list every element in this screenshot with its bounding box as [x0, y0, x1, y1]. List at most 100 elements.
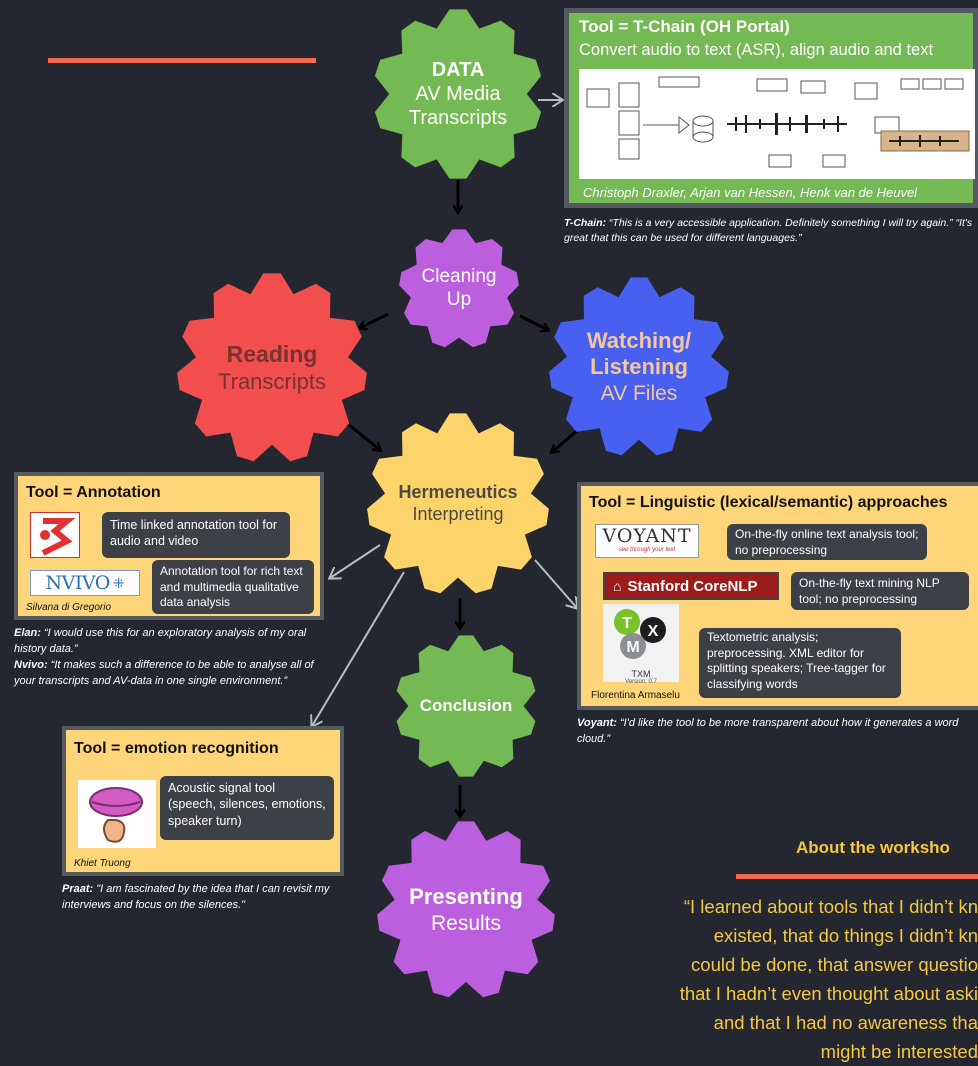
voyant-logo: VOYANT see through your text [595, 524, 699, 558]
gear-hermeneutics-line1: Interpreting [412, 504, 504, 524]
gear-watching: Watching/ Listening AV Files [548, 276, 730, 458]
gear-cleaning-line1: Cleaning [421, 266, 497, 288]
gear-shape [399, 229, 519, 348]
gear-presenting-title: Presenting [409, 884, 523, 910]
gear-teeth [377, 821, 555, 998]
emotion-title: Tool = emotion recognition [74, 740, 279, 757]
stanford-logo-text: Stanford CoreNLP [627, 577, 758, 595]
gear-conclusion: Conclusion [394, 634, 538, 778]
txm-logo-icon: T X M [614, 609, 666, 659]
praat-quote: Praat: "I am fascinated by the idea that… [62, 882, 347, 914]
workshop-quote-line: might be interested [820, 1041, 978, 1062]
gear-shape [177, 273, 367, 462]
voyant-logo-text: VOYANT [602, 525, 692, 547]
gear-reading-line1: Transcripts [218, 368, 326, 394]
workflow-illustration [586, 76, 970, 168]
nvivo-logo-text: NVIVO [45, 572, 110, 594]
gear-data-line2: Transcripts [408, 107, 508, 129]
gear-teeth [374, 9, 542, 179]
workshop-quote-line: existed, that do things I didn’t kn [713, 925, 978, 946]
txm-logo-text: TXM [631, 669, 651, 679]
txm-desc: Textometric analysis; preprocessing. XML… [699, 628, 901, 698]
tchain-panel: Tool = T-Chain (OH Portal) Convert audio… [564, 8, 978, 208]
gear-teeth [396, 635, 536, 777]
tchain-quote-label: T-Chain: [564, 217, 606, 229]
annotation-author: Silvana di Gregorio [26, 602, 112, 613]
elan-logo-icon [31, 513, 79, 557]
gear-data: DATA AV Media Transcripts [372, 8, 544, 180]
gear-data-title: DATA [431, 59, 485, 81]
gear-teeth [399, 229, 519, 348]
praat-logo [78, 780, 156, 848]
voyant-quote: Voyant: “I'd like the tool to be more tr… [577, 716, 972, 748]
tchain-quote-text: “This is a very accessible application. … [564, 217, 973, 245]
gear-shape [396, 635, 536, 777]
home-icon: ⌂ [613, 578, 622, 594]
elan-logo [30, 512, 80, 558]
praat-quote-label: Praat: [62, 883, 94, 895]
workshop-quote-line: and that I had no awareness tha [713, 1012, 978, 1033]
gear-data-line1: AV Media [415, 83, 501, 105]
black-flow-arrows [347, 180, 586, 816]
gear-conclusion-title: Conclusion [419, 695, 513, 715]
decorative-line-top [48, 58, 316, 63]
annotation-quote: Elan: “I would use this for an explorato… [14, 626, 319, 690]
tchain-quote: T-Chain: “This is a very accessible appl… [564, 216, 974, 246]
gear-shape [377, 821, 555, 998]
voyant-tagline: see through your text [618, 547, 676, 553]
elan-quote-label: Elan: [14, 627, 41, 639]
elan-quote-text: “I would use this for an exploratory ana… [14, 627, 307, 655]
nvivo-dots-icon: ⁜ [112, 574, 125, 591]
gear-teeth [367, 413, 549, 594]
gear-cleaning-line2: Up [446, 289, 472, 310]
linguistic-title: Tool = Linguistic (lexical/semantic) app… [589, 494, 948, 511]
workshop-heading: About the worksho [796, 838, 950, 857]
gear-reading-title: Reading [226, 341, 318, 367]
txm-version: Version: 0.7 [625, 679, 657, 685]
workshop-quote-line: that I hadn’t even thought about aski [679, 983, 978, 1004]
workshop-quote-line: “I learned about tools that I didn’t kn [683, 896, 978, 917]
gear-teeth [549, 277, 729, 456]
nvivo-quote-label: Nvivo: [14, 658, 48, 671]
emotion-author: Khiet Truong [74, 858, 131, 869]
nvivo-quote-text: “It makes such a difference to be able t… [14, 658, 314, 687]
voyant-desc: On-the-fly online text analysis tool; no… [727, 524, 927, 560]
gear-teeth [177, 273, 367, 462]
gear-presenting-line1: Results [430, 911, 502, 935]
svg-text:M: M [626, 639, 639, 656]
voyant-quote-label: Voyant: [577, 717, 617, 729]
praat-mouth-ear-icon [89, 787, 143, 843]
gear-hermeneutics: Hermeneutics Interpreting [366, 412, 550, 596]
tchain-subtitle: Convert audio to text (ASR), align audio… [579, 41, 934, 59]
grey-tool-arrows [312, 100, 577, 726]
txm-logo: T X M TXM Version: 0.7 [603, 604, 679, 685]
tchain-workflow-diagram [579, 69, 975, 179]
tchain-title: Tool = T-Chain (OH Portal) [579, 17, 790, 36]
gear-hermeneutics-title: Hermeneutics [398, 482, 518, 503]
tchain-authors: Christoph Draxler, Arjan van Hessen, Hen… [583, 185, 918, 200]
linguistic-author: Florentina Armaselu [591, 690, 680, 701]
praat-quote-text: "I am fascinated by the idea that I can … [62, 883, 330, 911]
emotion-desc: Acoustic signal tool (speech, silences, … [160, 776, 334, 840]
gear-reading: Reading Transcripts [176, 272, 368, 464]
voyant-quote-text: “I'd like the tool to be more transparen… [577, 717, 959, 745]
elan-desc: Time linked annotation tool for audio an… [102, 512, 290, 558]
gear-shape [374, 9, 542, 179]
workshop-quote: “I learned about tools that I didn’t kn … [600, 892, 978, 1066]
gear-watching-line1: AV Files [600, 381, 678, 405]
stanford-logo: ⌂ Stanford CoreNLP [603, 572, 779, 600]
decorative-line-workshop [736, 874, 978, 879]
nvivo-logo: NVIVO ⁜ [30, 570, 140, 596]
gear-shape [367, 413, 549, 594]
gear-presenting: Presenting Results [376, 820, 556, 1000]
gear-watching-title1: Watching/ [586, 328, 692, 354]
svg-text:X: X [648, 623, 659, 640]
stanford-desc: On-the-fly text mining NLP tool; no prep… [791, 572, 969, 610]
linguistic-panel: Tool = Linguistic (lexical/semantic) app… [577, 482, 978, 710]
annotation-panel: Tool = Annotation Time linked annotation… [14, 472, 324, 620]
workshop-quote-line: could be done, that answer questio [691, 954, 978, 975]
gear-cleaning: Cleaning Up [398, 228, 520, 350]
gear-watching-title2: Listening [590, 354, 688, 380]
nvivo-desc: Annotation tool for rich text and multim… [152, 560, 314, 614]
